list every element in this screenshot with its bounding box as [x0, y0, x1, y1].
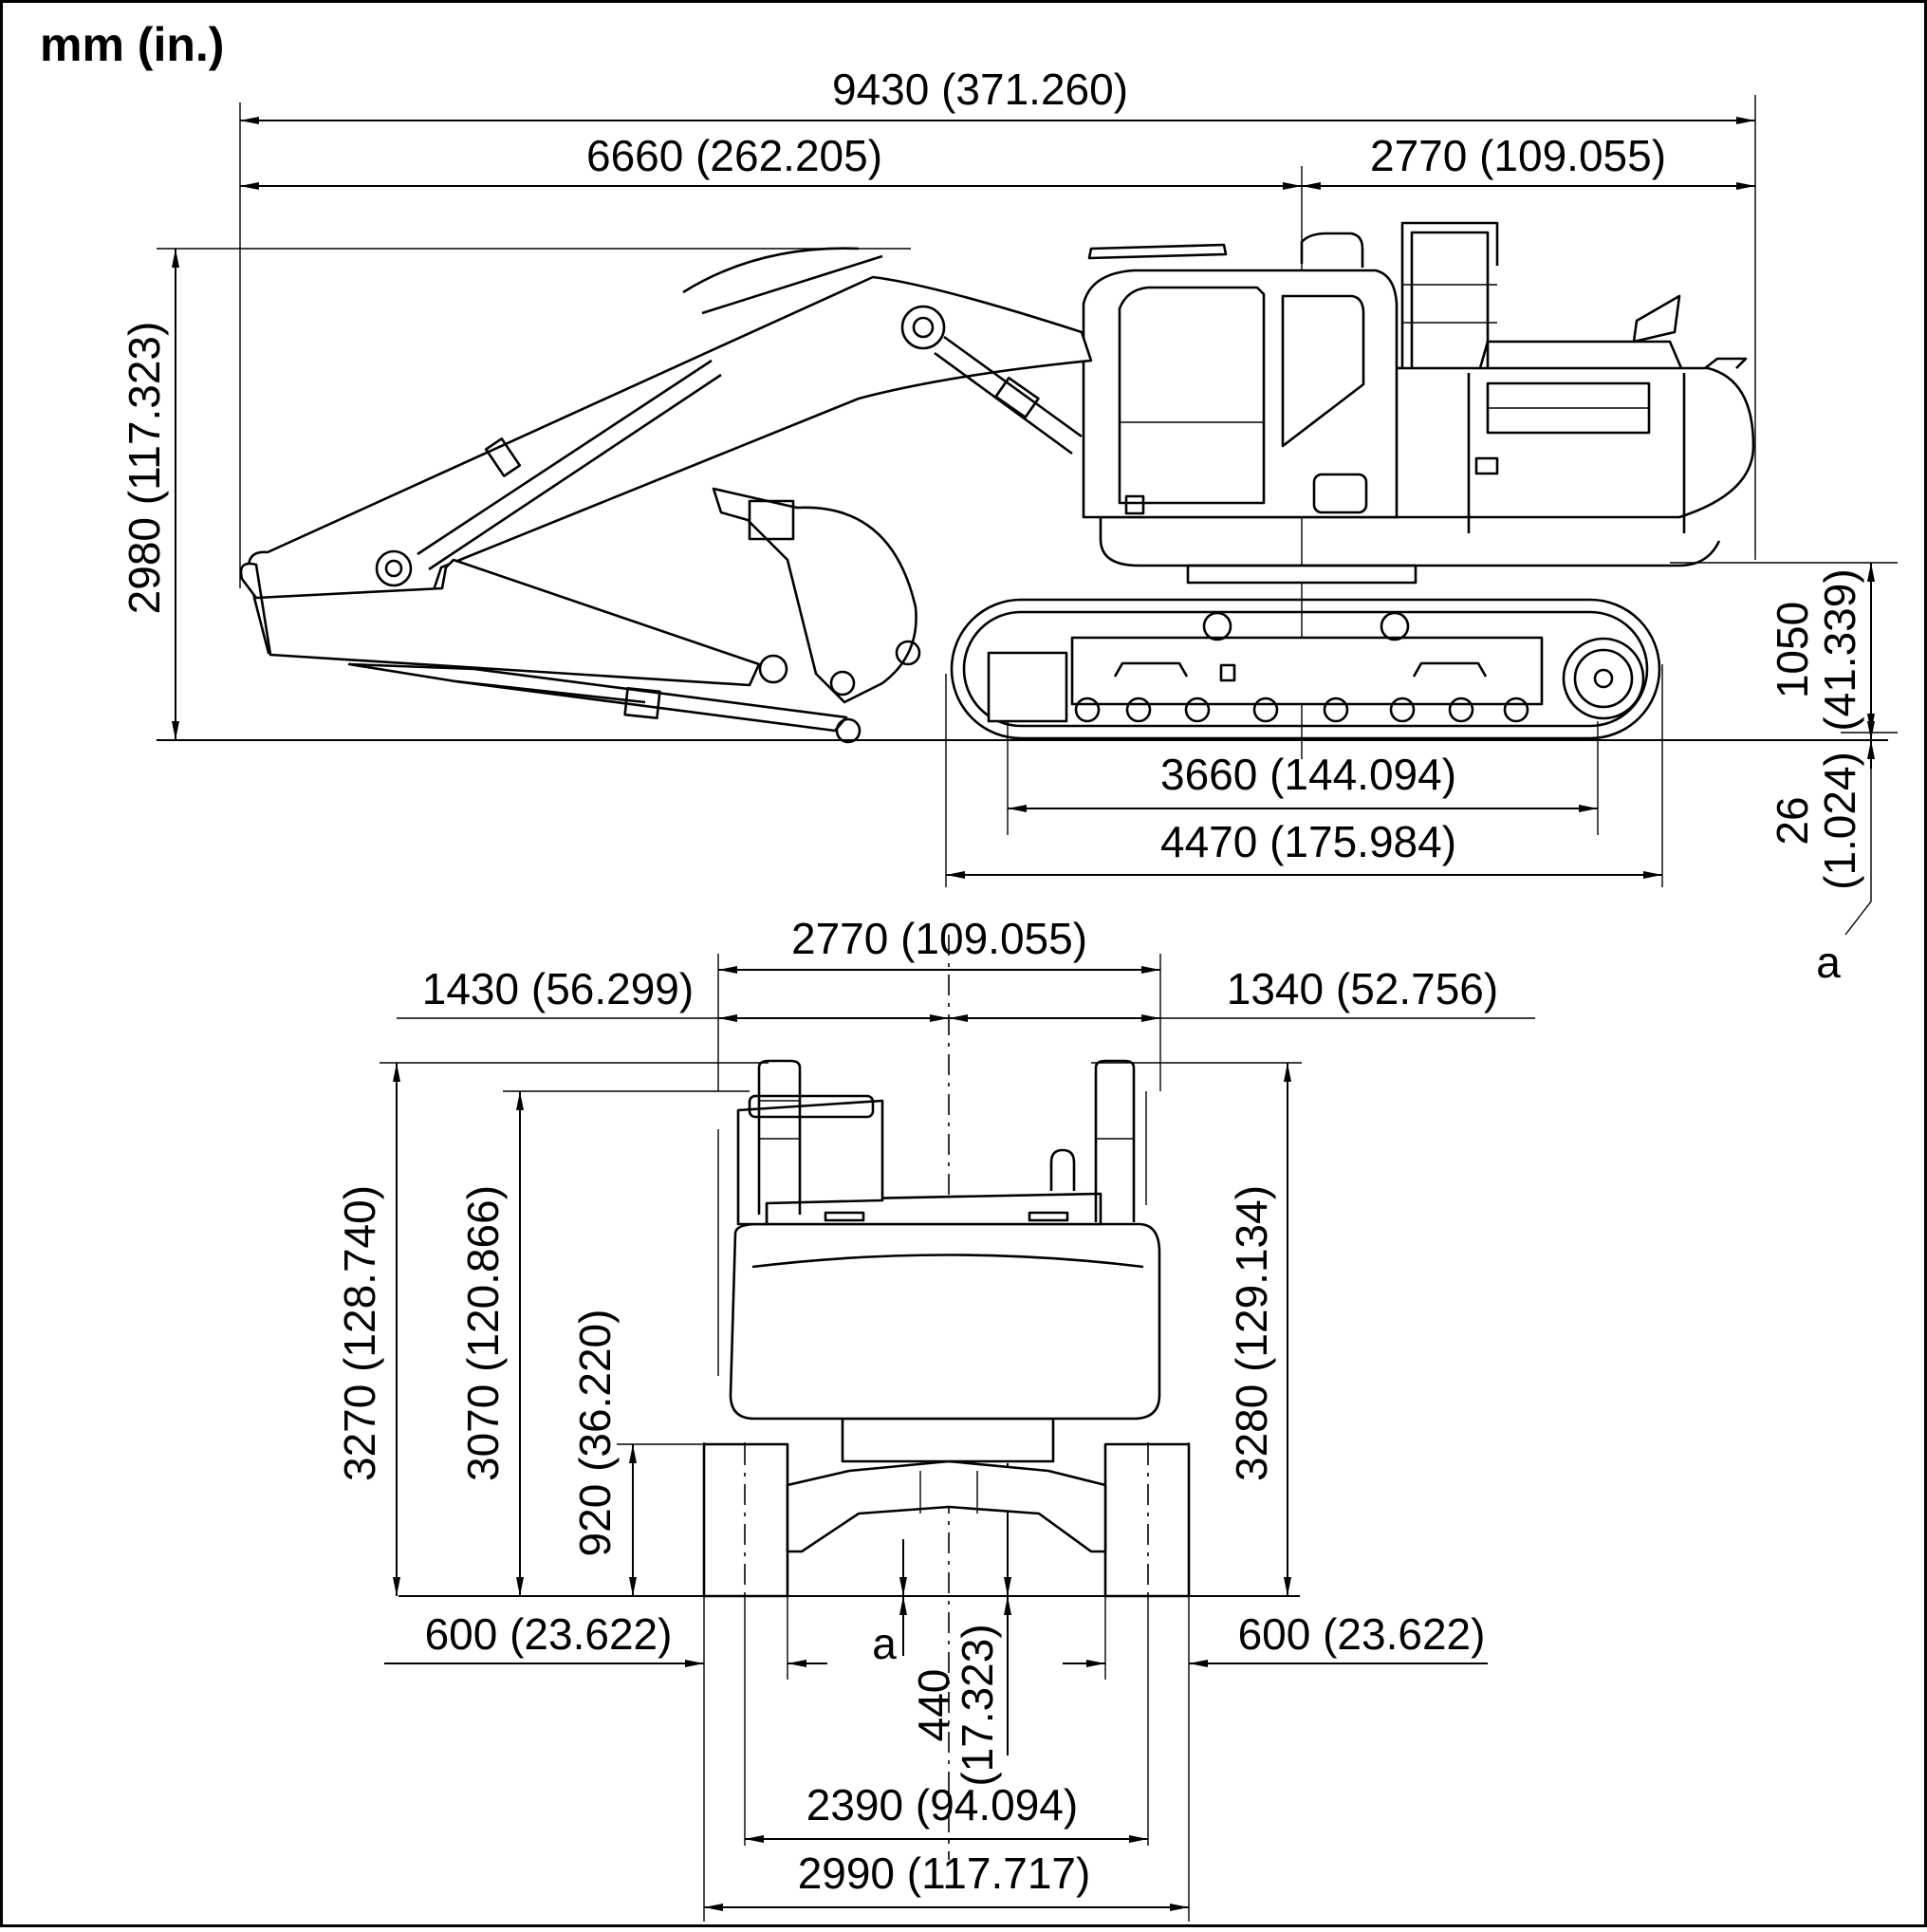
- track-outline: [950, 598, 1661, 740]
- bucket: [712, 487, 917, 704]
- cab: [1082, 269, 1399, 519]
- swing-bearing: [1186, 564, 1417, 585]
- min-clearance-label-1: 440: [909, 1669, 958, 1742]
- track-length-label: 4470 (175.984): [1160, 817, 1456, 866]
- bucket-bracket: [748, 499, 795, 541]
- swing-bearing-rear: [841, 1417, 1055, 1463]
- tumbler-distance-label: 3660 (144.094): [1160, 750, 1456, 799]
- rear-view: 2770 (109.055) 1430 (56.299) 1340 (52.75…: [335, 914, 1535, 1922]
- cab-front-window: [1118, 286, 1266, 505]
- exhaust-rear: [1049, 1148, 1076, 1191]
- track-frame-rear: [786, 1459, 1107, 1553]
- drive-sprocket: [1562, 637, 1645, 720]
- overall-length-label: 9430 (371.260): [832, 65, 1128, 114]
- engine-hood: [1478, 340, 1683, 369]
- right-handrail-rear: [1094, 1059, 1136, 1222]
- right-shoe-width-label: 600 (23.622): [1238, 1609, 1486, 1659]
- counterweight-clearance-label-1: 1050: [1768, 602, 1817, 698]
- arm-link: [347, 662, 848, 733]
- cab-side-window: [1281, 294, 1365, 448]
- hydraulic-hose: [682, 247, 860, 294]
- track-gauge-label: 2390 (94.094): [806, 1780, 1078, 1830]
- upper-width-label: 2770 (109.055): [791, 914, 1087, 963]
- counterweight-clearance-label-2: (41.339): [1815, 568, 1864, 731]
- overall-track-width-label: 2990 (117.717): [798, 1848, 1091, 1898]
- arm-bucket-pin: [758, 654, 788, 684]
- tool-box-door: [1312, 473, 1368, 514]
- boom-foot-pin: [900, 305, 946, 350]
- arm: [239, 558, 761, 687]
- boom-body: [247, 275, 1093, 657]
- grouser-marker-rear: a: [872, 1619, 897, 1668]
- right-handrail-height-label: 3280 (129.134): [1227, 1185, 1276, 1481]
- handrail-upper: [1400, 221, 1499, 368]
- grouser-leader: [1844, 769, 1872, 936]
- left-half-width-label: 1430 (56.299): [422, 964, 694, 1013]
- front-length-label: 6660 (262.205): [586, 131, 882, 180]
- track-frame: [1070, 636, 1544, 706]
- boom-arm-pin: [375, 549, 413, 587]
- grouser-height-label-1: 26: [1768, 796, 1817, 845]
- track-rollers: [1074, 697, 1529, 723]
- right-track: [1103, 1442, 1191, 1598]
- unit-label: mm (in.): [40, 18, 224, 71]
- exhaust-pipe: [1632, 294, 1681, 344]
- carrier-roller-rear: [1380, 611, 1410, 641]
- boom-cylinder: [417, 359, 713, 556]
- right-half-width-label: 1340 (52.756): [1227, 964, 1498, 1013]
- min-clearance-label-2: (17.323): [953, 1624, 1002, 1786]
- rear-length-label: 2770 (109.055): [1370, 131, 1666, 180]
- boom-height-label: 2980 (117.323): [120, 322, 169, 615]
- grouser-marker-side: a: [1816, 938, 1841, 987]
- arm-and-bucket: [239, 487, 921, 744]
- bucket-link-pin: [835, 717, 862, 744]
- left-handrail-height-label: 3270 (128.740): [335, 1185, 384, 1481]
- boom-cylinder-head: [994, 376, 1040, 419]
- carrier-roller-front: [1202, 611, 1232, 641]
- left-handrail-rear: [757, 1059, 802, 1215]
- cab-height-label: 3070 (120.866): [458, 1185, 508, 1481]
- idler-guard: [987, 651, 1068, 723]
- counterweight-clearance-label-rear: 920 (36.220): [570, 1310, 620, 1557]
- side-view: 9430 (371.260) 6660 (262.205) 2770 (109.…: [120, 65, 1898, 987]
- bucket-cylinder: [454, 679, 646, 704]
- boom: [247, 247, 1093, 657]
- left-track: [702, 1442, 789, 1598]
- cab-roof-guard: [1087, 243, 1228, 260]
- counterweight-rear: [729, 1222, 1161, 1421]
- left-shoe-width-label: 600 (23.622): [425, 1609, 673, 1659]
- upper-structure: [1082, 221, 1755, 567]
- grouser-height-label-2: (1.024): [1815, 752, 1864, 890]
- cab-rear: [736, 1099, 884, 1226]
- track-assembly: [950, 598, 1661, 740]
